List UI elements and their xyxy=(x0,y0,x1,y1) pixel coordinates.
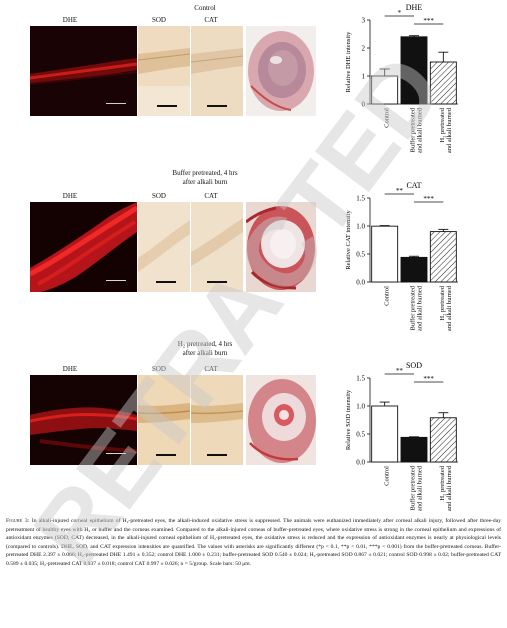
row-title-buffer-line2: after alkali burn xyxy=(182,178,228,186)
figure-label: Figure 3: xyxy=(6,518,30,524)
significance-label: ** xyxy=(396,187,404,195)
bar xyxy=(371,225,399,283)
category-label-line: Buffer pretreated xyxy=(410,465,417,510)
y-tick-label: 0.5 xyxy=(356,251,365,259)
bar xyxy=(400,436,428,463)
bar xyxy=(429,61,457,105)
significance-label: * xyxy=(398,9,402,17)
label-cat: CAT xyxy=(204,192,218,200)
dhe-image-h2 xyxy=(30,375,137,465)
y-tick-label: 1.0 xyxy=(356,223,365,231)
category-label: Control xyxy=(384,108,391,128)
bar xyxy=(400,36,428,105)
y-tick-label: 0.0 xyxy=(356,279,365,287)
eye-photo-buffer xyxy=(246,202,316,292)
label-dhe: DHE xyxy=(62,16,78,24)
y-tick-label: 0 xyxy=(362,101,366,109)
category-label: Control xyxy=(384,466,391,486)
bar xyxy=(400,256,428,283)
significance-label: *** xyxy=(423,375,434,383)
sod-image-h2 xyxy=(138,375,190,465)
category-label-line: Control xyxy=(384,286,391,306)
y-tick-label: 0.5 xyxy=(356,431,365,439)
label-dhe: DHE xyxy=(62,192,78,200)
category-label-line: and alkali burned xyxy=(446,107,453,153)
bar xyxy=(371,75,399,105)
chart-title: CAT xyxy=(406,181,421,190)
y-axis-label: Relative DHE intensity xyxy=(345,31,352,92)
label-cat: CAT xyxy=(204,16,218,24)
category-label-line: Buffer pretreated xyxy=(410,285,417,330)
y-axis-label: Relative CAT intensity xyxy=(345,210,352,270)
category-label-line: and alkali burned xyxy=(417,107,424,153)
category-label-line: Control xyxy=(384,108,391,128)
label-dhe: DHE xyxy=(62,365,78,373)
sod-image-control xyxy=(138,26,190,116)
chart-title: SOD xyxy=(406,361,422,370)
label-sod: SOD xyxy=(151,192,166,200)
y-tick-label: 0.0 xyxy=(356,459,365,467)
category-label-line: and alkali burned xyxy=(446,285,453,331)
category-label-line: Buffer pretreated xyxy=(410,107,417,152)
cat-image-control xyxy=(191,26,243,116)
label-sod: SOD xyxy=(151,16,166,24)
figure-caption: Figure 3: In alkali-injured corneal epit… xyxy=(6,517,501,569)
eye-photo-h2 xyxy=(246,375,316,465)
eye-photo-control xyxy=(246,26,316,116)
chart-title: DHE xyxy=(406,3,423,12)
caption-text: In alkali-injured corneal epithelium of … xyxy=(6,518,501,567)
label-cat: CAT xyxy=(204,365,218,373)
row-title-h2-line1: H₂ pretreated, 4 hrs xyxy=(177,340,233,348)
category-label-line: and alkali burned xyxy=(446,465,453,511)
row-title-control: Control xyxy=(194,4,216,12)
y-tick-label: 2 xyxy=(362,45,366,53)
bar xyxy=(371,405,399,463)
category-label-line: and alkali burned xyxy=(417,465,424,511)
label-sod: SOD xyxy=(151,365,166,373)
category-label-line: H₂ pretreated xyxy=(439,107,446,142)
y-axis-label: Relative SOD intensity xyxy=(345,389,352,450)
category-label-line: H₂ pretreated xyxy=(439,465,446,500)
significance-label: *** xyxy=(423,195,434,203)
category-label-line: H₂ pretreated xyxy=(439,285,446,320)
cat-image-buffer xyxy=(191,202,243,292)
row-title-h2-line2: after alkali burn xyxy=(182,349,228,357)
cat-image-h2 xyxy=(191,375,243,465)
category-label-line: and alkali burned xyxy=(417,285,424,331)
significance-label: ** xyxy=(396,367,404,375)
category-label: Control xyxy=(384,286,391,306)
y-tick-label: 1.5 xyxy=(356,195,365,203)
category-label-line: Control xyxy=(384,466,391,486)
row-title-buffer-line1: Buffer pretreated, 4 hrs xyxy=(172,169,238,177)
y-tick-label: 3 xyxy=(362,17,366,25)
dhe-image-control xyxy=(30,26,137,116)
sod-image-buffer xyxy=(138,202,190,292)
bar xyxy=(429,417,457,463)
significance-label: *** xyxy=(423,17,434,25)
y-tick-label: 1 xyxy=(362,73,366,81)
bar xyxy=(429,231,457,283)
y-tick-label: 1.5 xyxy=(356,375,365,383)
y-tick-label: 1.0 xyxy=(356,403,365,411)
dhe-image-buffer xyxy=(30,202,137,292)
